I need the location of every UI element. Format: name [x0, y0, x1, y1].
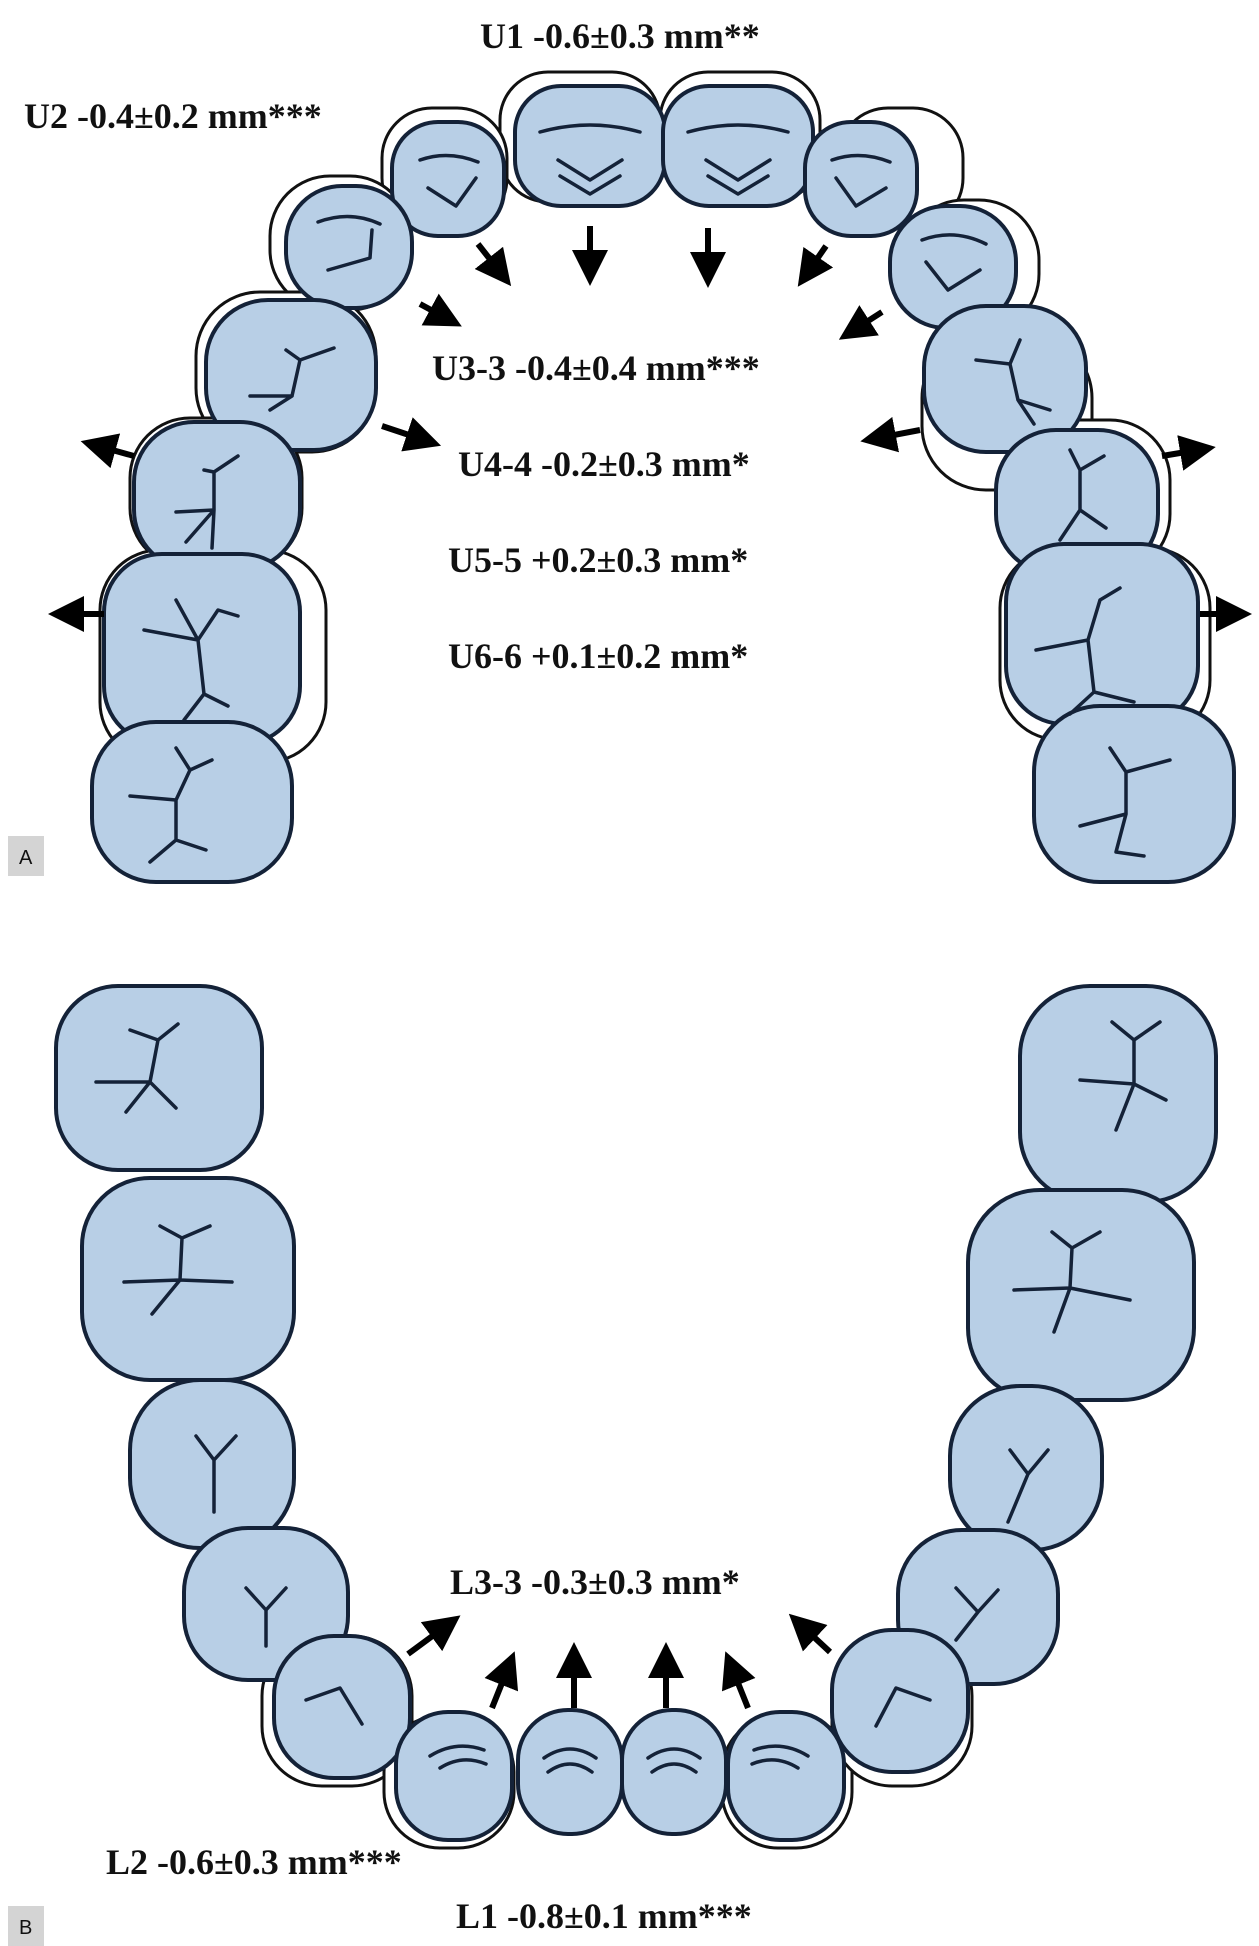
arrow-l2-left — [492, 1668, 508, 1708]
tooth-l5-left — [130, 1380, 294, 1548]
upper-teeth — [92, 86, 1234, 882]
lower-teeth — [56, 986, 1216, 1840]
label-l1: L1 -0.8±0.1 mm*** — [456, 1896, 752, 1936]
arrow-u2-left — [478, 244, 500, 272]
tooth-l2-left — [396, 1712, 512, 1840]
label-u4-4: U4-4 -0.2±0.3 mm* — [458, 444, 750, 484]
tooth-u1-left — [515, 86, 665, 206]
tooth-u3-left — [286, 186, 412, 308]
lower-arch-panel: L3-3 -0.3±0.3 mm* L2 -0.6±0.3 mm*** L1 -… — [8, 986, 1216, 1946]
label-u1: U1 -0.6±0.3 mm** — [480, 16, 760, 56]
tooth-u7-left — [92, 722, 292, 882]
tooth-l3-right — [832, 1630, 968, 1772]
tooth-l7-left — [56, 986, 262, 1170]
label-u3-3: U3-3 -0.4±0.4 mm*** — [432, 348, 760, 388]
label-u5-5: U5-5 +0.2±0.3 mm* — [448, 540, 748, 580]
arrow-u4-left — [382, 426, 424, 440]
arrow-l3-right — [802, 1626, 830, 1652]
label-l2: L2 -0.6±0.3 mm*** — [106, 1842, 402, 1882]
tooth-l6-right — [968, 1190, 1194, 1400]
lower-movement-arrows — [408, 1626, 830, 1708]
tooth-u2-right — [805, 122, 917, 236]
label-u2: U2 -0.4±0.2 mm*** — [24, 96, 322, 136]
panel-tag-a: A — [19, 847, 33, 869]
arrow-l3-left — [408, 1626, 446, 1654]
label-l3-3: L3-3 -0.3±0.3 mm* — [450, 1562, 740, 1602]
arrow-l2-right — [732, 1668, 748, 1708]
arrow-u2-right — [808, 246, 826, 272]
tooth-l1-right — [622, 1710, 726, 1834]
tooth-u5-left — [134, 422, 300, 570]
tooth-u6-right — [1006, 544, 1198, 724]
tooth-l5-right — [950, 1386, 1102, 1550]
arrow-u3-left — [420, 304, 446, 318]
panel-tag-b: B — [19, 1917, 32, 1939]
upper-arch-panel: U1 -0.6±0.3 mm** U2 -0.4±0.2 mm*** U3-3 … — [8, 16, 1234, 882]
tooth-u1-right — [663, 86, 813, 206]
tooth-l2-right — [728, 1712, 844, 1840]
arrow-u4-right — [878, 430, 920, 438]
tooth-l3-left — [274, 1636, 410, 1778]
arrow-u3-right — [854, 312, 882, 330]
arrow-u5-left — [98, 446, 134, 456]
arrow-u5-right — [1162, 450, 1198, 456]
tooth-l7-right — [1020, 986, 1216, 1202]
tooth-u6-left — [104, 554, 300, 744]
label-u6-6: U6-6 +0.1±0.2 mm* — [448, 636, 748, 676]
tooth-l1-left — [518, 1710, 622, 1834]
